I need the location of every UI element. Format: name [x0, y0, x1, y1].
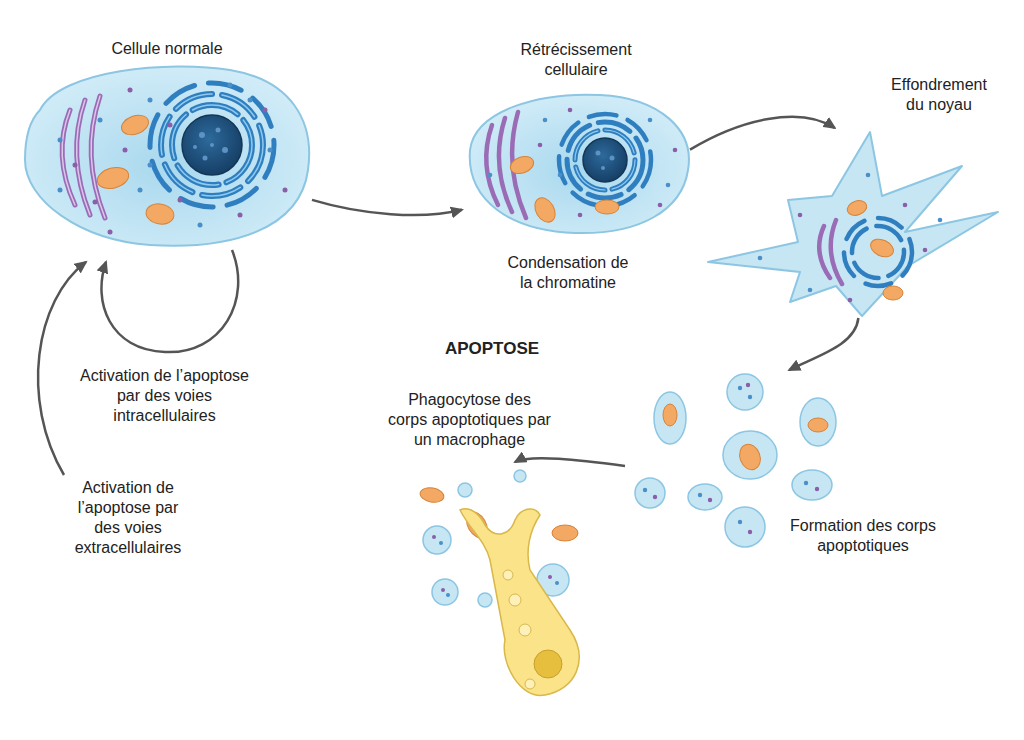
- shrinking-cell: [470, 95, 689, 233]
- stage-label: Condensation de la chromatine: [503, 253, 633, 293]
- stage-cell: Rétrécissement cellulaireCondensation de…: [462, 95, 690, 235]
- stage-cell: Phagocytose des corps apoptotiques par u…: [410, 462, 585, 700]
- stage-cell: Effondrement du noyau: [705, 128, 1000, 318]
- macrophage: [419, 470, 579, 695]
- stage-label: Rétrécissement cellulaire: [506, 40, 646, 80]
- stage-cell: Formation des corps apoptotiques: [625, 370, 960, 562]
- collapsing-cell: [708, 132, 998, 316]
- note-label: Activation de l’apoptose par des voies i…: [72, 366, 257, 426]
- stage-label: Effondrement du noyau: [883, 75, 995, 115]
- stage-arrow: [515, 458, 625, 466]
- stage-arrow: [789, 318, 858, 370]
- note-label: Activation de l’apoptose par des voies e…: [69, 478, 187, 558]
- stage-arrow: [312, 200, 462, 215]
- extracellular-arrow: [38, 262, 86, 475]
- diagram-title: APOPTOSE: [407, 338, 577, 359]
- stage-arrow: [690, 117, 835, 150]
- stage-label: Phagocytose des corps apoptotiques par u…: [387, 390, 552, 450]
- stage-label: Formation des corps apoptotiques: [788, 516, 938, 556]
- normal-cell: [25, 66, 309, 245]
- stage-label: Cellule normale: [87, 39, 247, 59]
- intracellular-loop-arrow: [101, 250, 238, 352]
- stage-cell: Cellule normale: [22, 65, 312, 255]
